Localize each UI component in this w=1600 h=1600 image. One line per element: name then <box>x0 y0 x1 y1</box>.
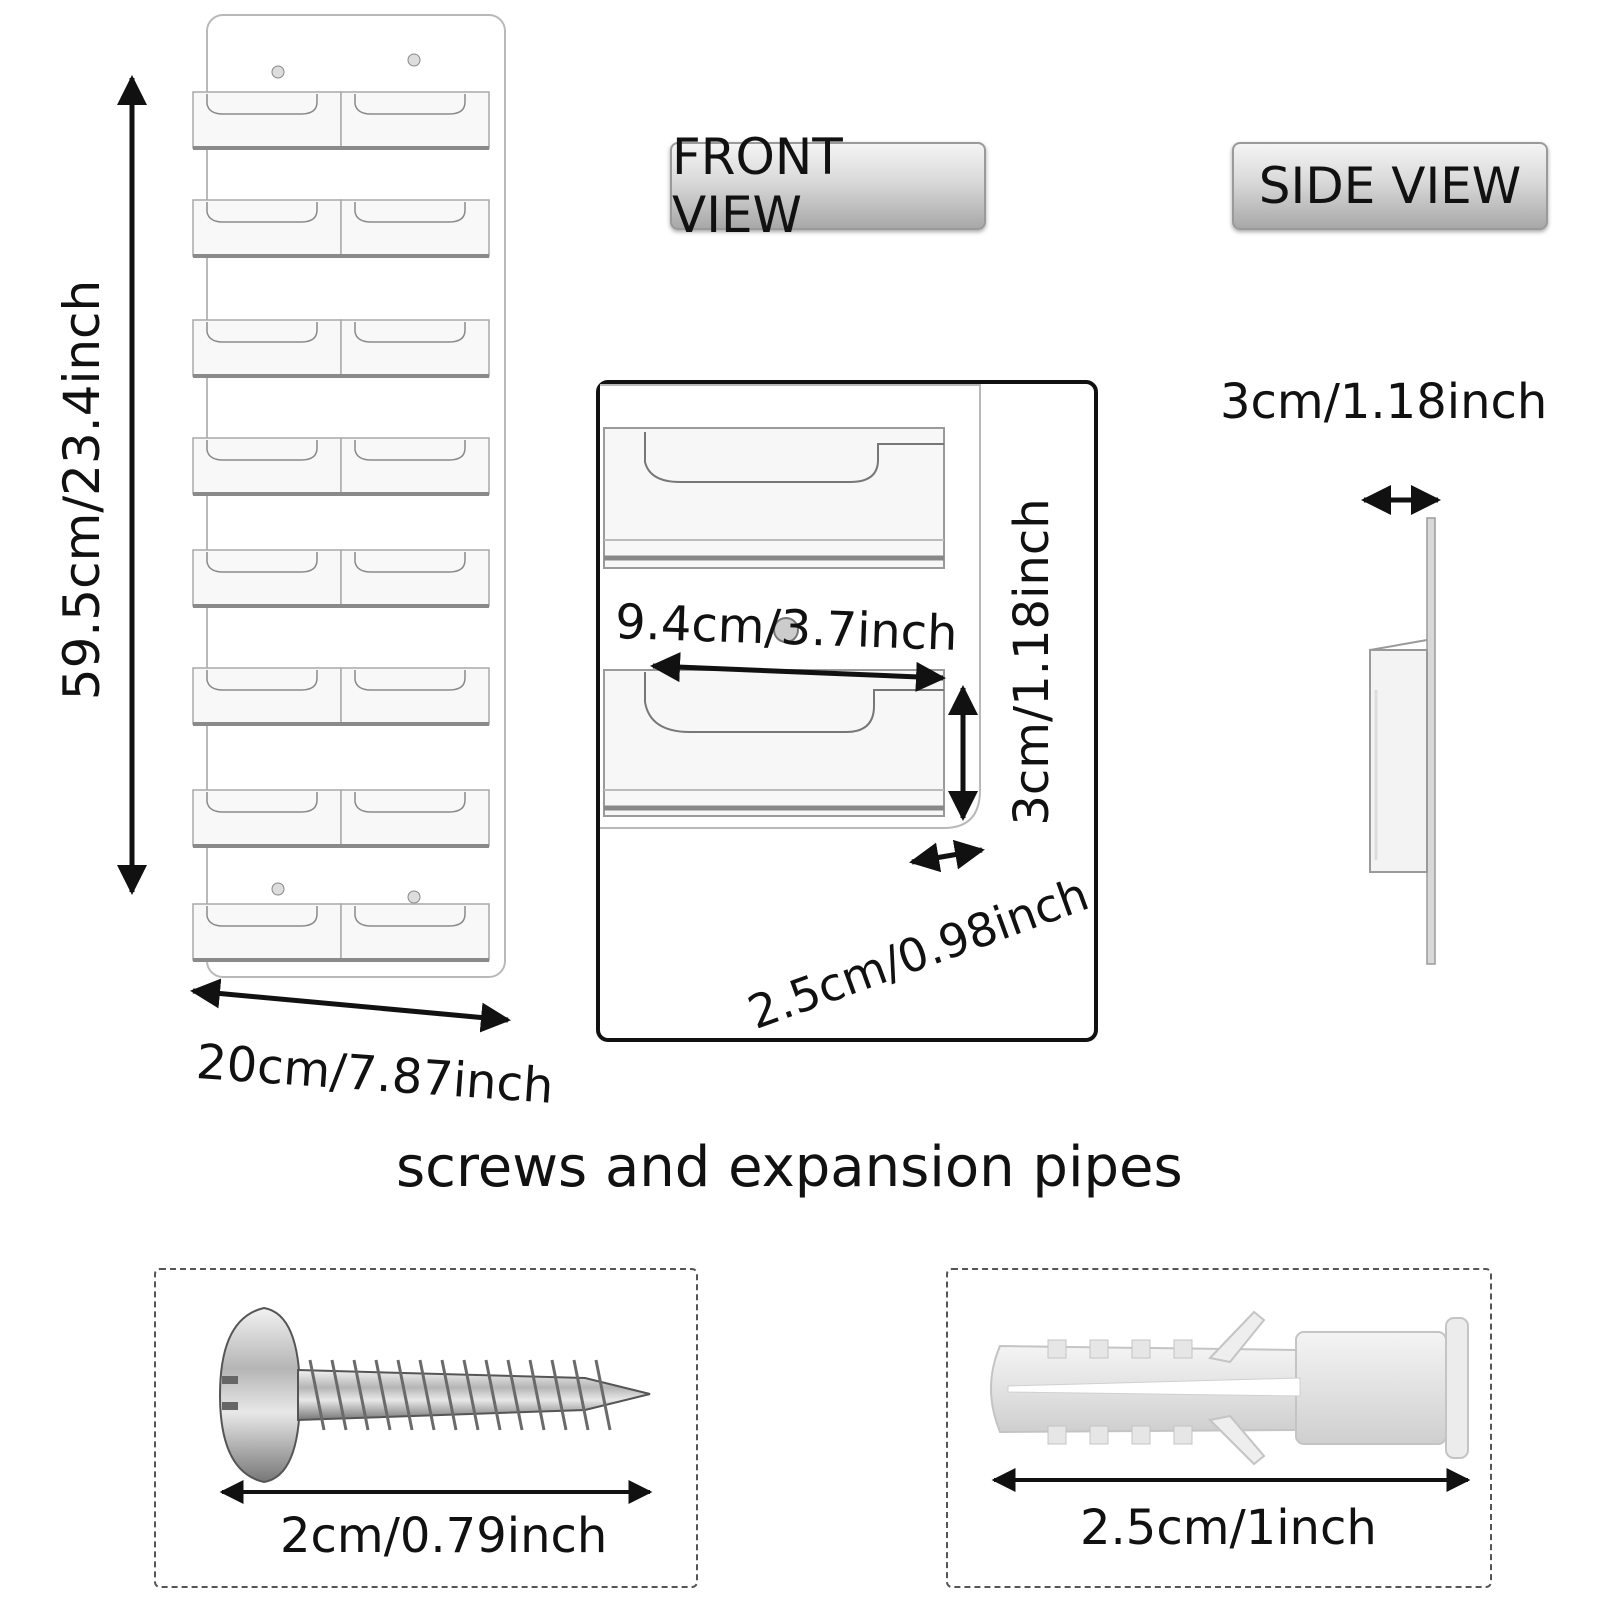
screw-thread <box>374 1359 392 1431</box>
rack-pocket-row <box>192 91 490 150</box>
rack-pocket <box>192 199 342 257</box>
anchor-ridge <box>1089 1425 1109 1445</box>
screw-thread <box>308 1359 326 1431</box>
rack-pocket <box>340 789 490 847</box>
anchor-length-label: 2.5cm/1inch <box>1080 1500 1377 1556</box>
side-view <box>1361 485 1441 965</box>
screw-illustration <box>218 1306 653 1504</box>
rack-pocket <box>340 667 490 725</box>
detail-pocket-upper <box>603 427 945 569</box>
screw-thread <box>330 1359 348 1431</box>
pocket-width-arrow <box>650 652 946 692</box>
screw-thread <box>528 1359 546 1431</box>
anchor-illustration <box>990 1310 1471 1492</box>
rack-pocket-row <box>192 789 490 848</box>
side-depth-label: 3cm/1.18inch <box>1220 374 1548 430</box>
rack-pocket <box>340 319 490 377</box>
accessories-heading: screws and expansion pipes <box>396 1135 1183 1200</box>
rack-pocket <box>340 549 490 607</box>
rack-pocket-row <box>192 319 490 378</box>
rack-pocket <box>340 903 490 961</box>
anchor-fin-bottom <box>1207 1414 1266 1466</box>
mount-hole <box>271 882 285 896</box>
rack-pocket <box>340 91 490 149</box>
mount-hole <box>271 65 285 79</box>
screw-thread <box>506 1359 524 1431</box>
screw-thread <box>440 1359 458 1431</box>
screw-thread <box>572 1359 590 1431</box>
mount-hole <box>773 617 799 643</box>
anchor-fin-top <box>1208 1310 1266 1364</box>
anchor-ridge <box>1131 1425 1151 1445</box>
rack-pocket <box>192 319 342 377</box>
screw-threads <box>308 1359 612 1431</box>
rack-pocket <box>192 437 342 495</box>
detail-pocket-lower <box>603 669 945 817</box>
screw-thread <box>594 1359 612 1431</box>
anchor-ridge <box>1047 1425 1067 1445</box>
side-pocket <box>1369 649 1428 873</box>
screw-box <box>154 1268 698 1588</box>
rack-pocket-row <box>192 903 490 962</box>
anchor-ridge <box>1173 1339 1193 1359</box>
screw-length-label: 2cm/0.79inch <box>280 1508 608 1564</box>
mount-hole <box>407 53 421 67</box>
pocket-depth-arrow <box>909 839 985 873</box>
screw-thread <box>396 1359 414 1431</box>
screw-thread <box>352 1359 370 1431</box>
rack-pocket-rows <box>192 91 490 962</box>
rack-pocket <box>192 789 342 847</box>
rack-pocket-row <box>192 199 490 258</box>
screw-thread <box>462 1359 480 1431</box>
anchor-ridges <box>1047 1339 1193 1445</box>
rack-pocket-row <box>192 667 490 726</box>
mount-hole <box>407 890 421 904</box>
width-arrow <box>190 978 511 1033</box>
rack-pocket <box>340 199 490 257</box>
anchor-ridge <box>1131 1339 1151 1359</box>
pocket-height-label: 3cm/1.18inch <box>1004 498 1060 826</box>
anchor-ridge <box>1089 1339 1109 1359</box>
rack-pocket <box>192 667 342 725</box>
front-view-badge: FRONT VIEW <box>670 128 986 244</box>
height-label: 59.5cm/23.4inch <box>53 279 111 701</box>
detail-zoom <box>596 380 1098 1042</box>
anchor-box <box>946 1268 1492 1588</box>
pocket-width-label: 9.4cm/3.7inch <box>614 594 959 662</box>
screw-thread <box>484 1359 502 1431</box>
side-backboard <box>1426 517 1436 965</box>
side-view-badge: SIDE VIEW <box>1232 142 1548 230</box>
rack-pocket <box>192 549 342 607</box>
rack-pocket-row <box>192 437 490 496</box>
anchor-slot <box>1007 1377 1301 1397</box>
anchor-ridge <box>1047 1339 1067 1359</box>
wall-rack <box>192 14 506 978</box>
screw-thread <box>550 1359 568 1431</box>
rack-pocket-row <box>192 549 490 608</box>
rack-pocket <box>192 91 342 149</box>
rack-pocket <box>192 903 342 961</box>
anchor-ridge <box>1173 1425 1193 1445</box>
screw-thread <box>418 1359 436 1431</box>
rack-pocket <box>340 437 490 495</box>
